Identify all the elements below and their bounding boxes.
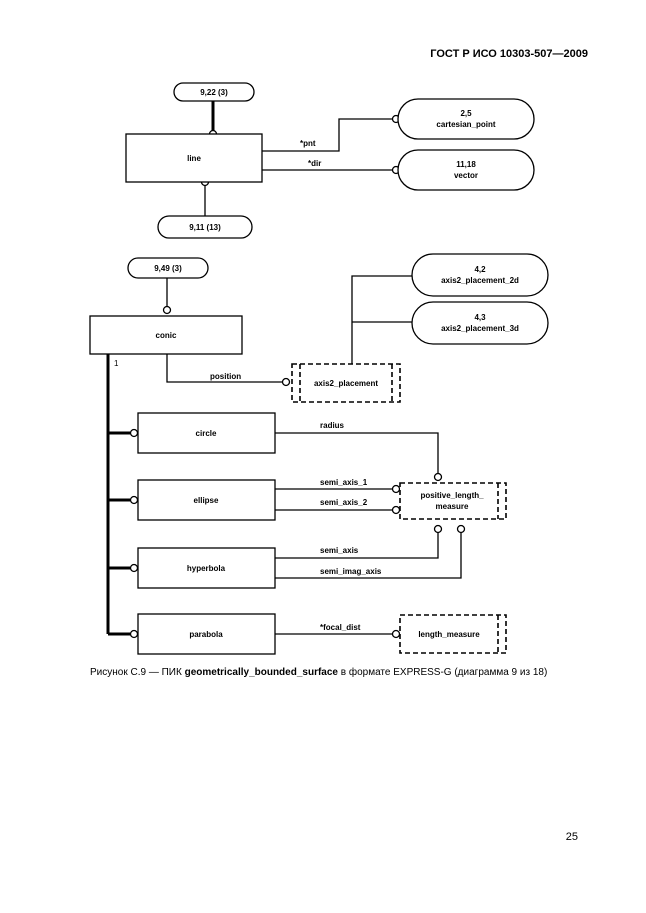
ref-label-r3: 9,49 (3) [154, 264, 182, 273]
ref-box-ax2d [411, 253, 549, 297]
entity-box-hyperbola [137, 547, 276, 589]
ref-label-ax3d-1: 4,3 [474, 313, 486, 322]
page-number: 25 [565, 831, 578, 843]
ref-box-ax3d [411, 301, 549, 345]
select-box-axis2-placement [291, 363, 401, 403]
caption-prefix: Рисунок С.9 — ПИК [90, 667, 185, 678]
attr-label-semi-axis-2: semi_axis_2 [320, 498, 368, 507]
ref-box-r2 [157, 215, 253, 239]
attr-label-semi-imag-axis: semi_imag_axis [320, 567, 382, 576]
end-circle-focal [391, 629, 401, 639]
end-circle-hyperbola [129, 563, 139, 573]
end-circle-ellipse [129, 495, 139, 505]
type-label-plm-2: measure [436, 502, 469, 511]
end-circle-radius [433, 472, 443, 482]
end-circle-circle [129, 428, 139, 438]
entity-label-circle: circle [196, 429, 217, 438]
edge-circle-radius [275, 432, 439, 474]
attr-label-dir: *dir [308, 159, 321, 168]
figure-caption: Рисунок С.9 — ПИК geometrically_bounded_… [90, 667, 547, 678]
type-box-length-measure [399, 614, 507, 654]
caption-suffix: в формате EXPRESS-G (диаграмма 9 из 18) [337, 667, 548, 678]
entity-label-conic: conic [156, 331, 177, 340]
ref-label-ax2d-1: 4,2 [474, 265, 486, 274]
ref-box-r1 [173, 82, 255, 102]
end-circle-parabola [129, 629, 139, 639]
caption-schema-name: geometrically_bounded_surface [184, 667, 338, 678]
ref-label-ax3d-2: axis2_placement_3d [441, 324, 519, 333]
end-circle-semi [433, 524, 443, 534]
entity-box-circle [137, 412, 276, 454]
entity-label-hyperbola: hyperbola [187, 564, 226, 573]
type-label-plm-1: positive_length_ [420, 491, 484, 500]
attr-label-radius: radius [320, 421, 345, 430]
ref-label-r2: 9,11 (13) [189, 223, 221, 232]
document-header: ГОСТ Р ИСО 10303-507—2009 [430, 48, 588, 60]
entity-label-line: line [187, 154, 201, 163]
ref-box-r3 [127, 257, 209, 279]
end-circle-semi1 [391, 484, 401, 494]
supertype-count-label: 1 [114, 359, 119, 368]
edge-select-ax2d [351, 275, 412, 364]
end-circle-r3 [162, 305, 172, 315]
edge-line-pnt [262, 118, 396, 152]
end-circle-position [281, 377, 291, 387]
edge-conic-position [166, 354, 286, 383]
entity-box-parabola [137, 613, 276, 655]
attr-label-pnt: *pnt [300, 139, 316, 148]
end-circle-semi2 [391, 505, 401, 515]
attr-label-semi-axis-1: semi_axis_1 [320, 478, 368, 487]
ref-label-ax2d-2: axis2_placement_2d [441, 276, 519, 285]
entity-box-ellipse [137, 479, 276, 521]
ref-label-cartesian-1: 2,5 [460, 109, 472, 118]
end-circle-imag [456, 524, 466, 534]
entity-label-ellipse: ellipse [194, 496, 219, 505]
attr-label-semi-axis: semi_axis [320, 546, 359, 555]
ref-box-vector [397, 149, 535, 191]
ref-label-vector-2: vector [454, 171, 478, 180]
attr-label-focal-dist: *focal_dist [320, 623, 361, 632]
type-box-positive-length-measure [399, 482, 507, 520]
edge-hyperbola-imag [275, 532, 462, 579]
ref-label-r1: 9,22 (3) [200, 88, 228, 97]
type-label-axis2-placement: axis2_placement [314, 379, 378, 388]
entity-box-line [125, 133, 263, 183]
entity-box-conic [89, 315, 243, 355]
type-label-length-measure: length_measure [418, 630, 480, 639]
ref-label-cartesian-2: cartesian_point [436, 120, 495, 129]
attr-label-position: position [210, 372, 241, 381]
entity-label-parabola: parabola [189, 630, 223, 639]
ref-box-cartesian [397, 98, 535, 140]
edge-hyperbola-semi [275, 532, 439, 559]
ref-label-vector-1: 11,18 [456, 160, 476, 169]
